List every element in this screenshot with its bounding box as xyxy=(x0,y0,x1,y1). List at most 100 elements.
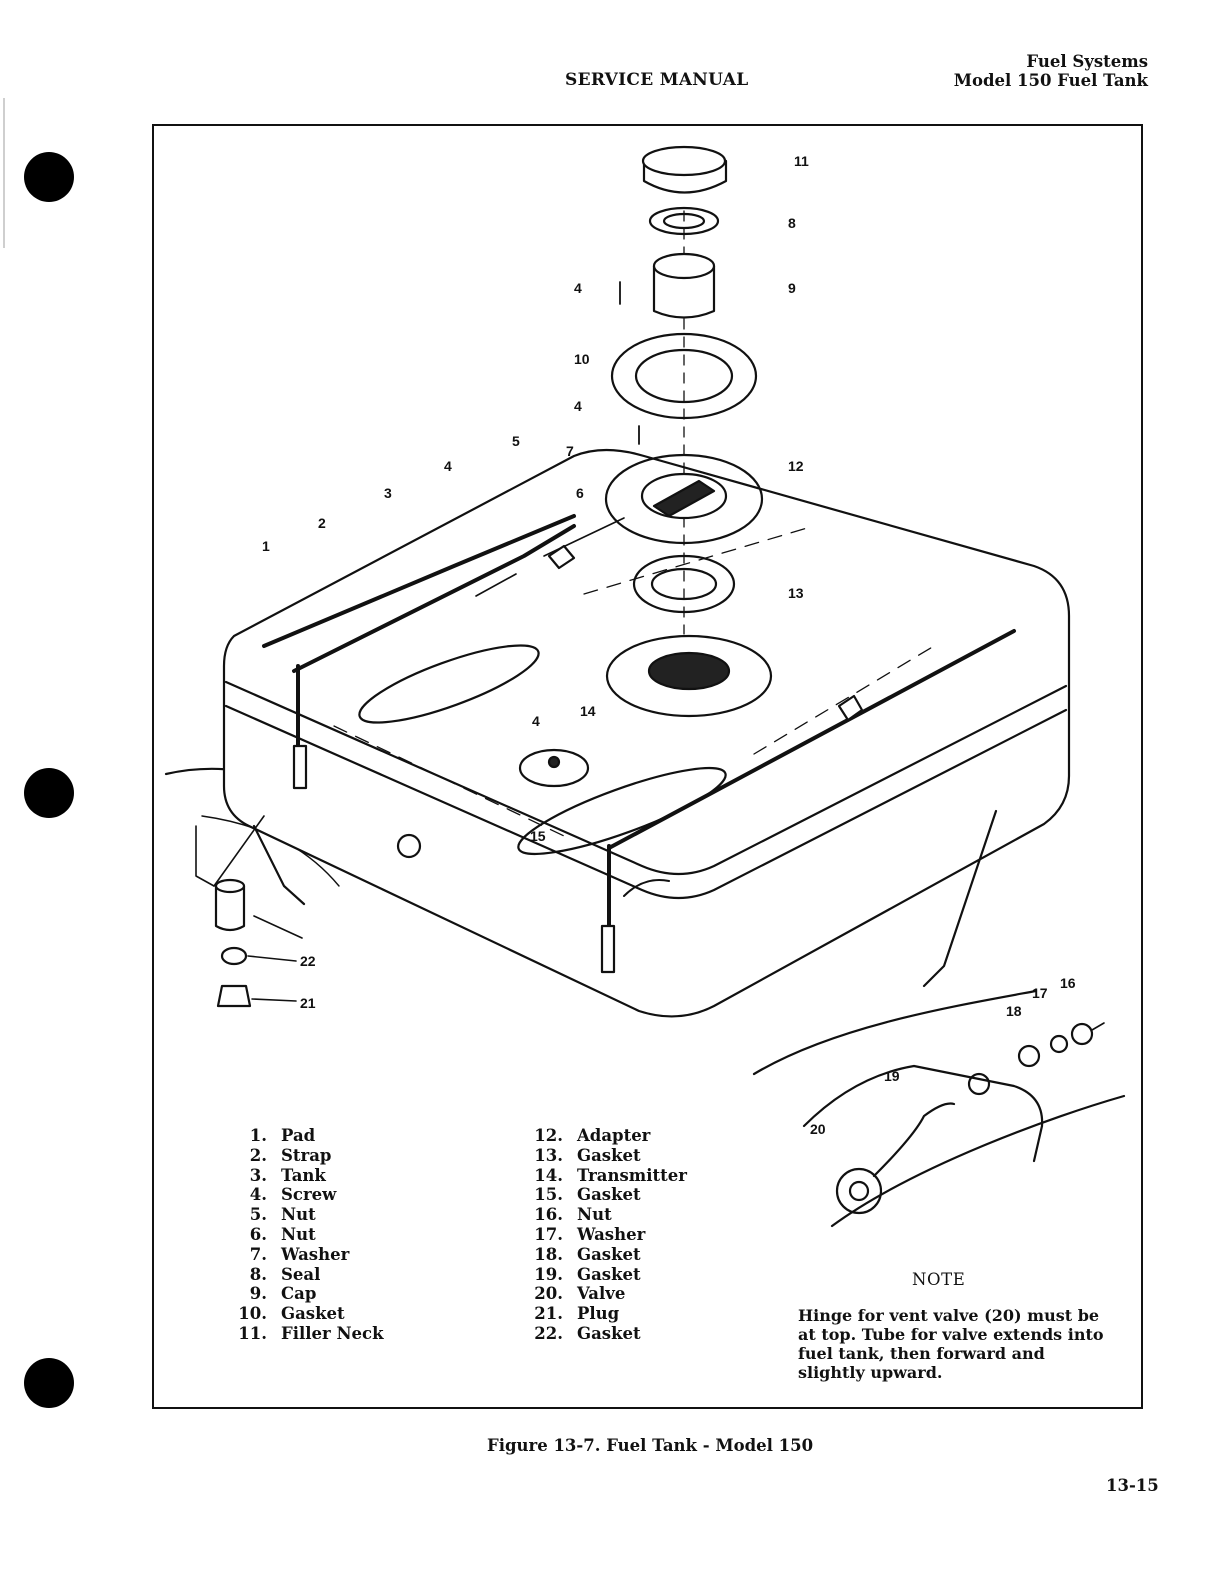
tank-opening xyxy=(647,651,731,691)
section-line-2: Model 150 Fuel Tank xyxy=(953,71,1148,90)
dashed-line xyxy=(333,725,565,837)
callout-20: 20 xyxy=(810,1121,826,1137)
legend-item: 4.Screw xyxy=(249,1185,337,1205)
drain-plug xyxy=(216,984,252,1008)
figure-caption: Figure 13-7. Fuel Tank - Model 150 xyxy=(487,1436,814,1455)
cap-gasket-inner xyxy=(662,212,706,230)
strap-end-pad xyxy=(600,924,616,974)
adapter-outer xyxy=(604,453,764,545)
legend-item: 13.Gasket xyxy=(534,1145,641,1165)
transmitter-center xyxy=(547,755,561,769)
tank-right-support xyxy=(922,809,998,988)
strap-left xyxy=(292,524,576,673)
page-number: 13-15 xyxy=(1106,1476,1159,1495)
legend-item: 21.Plug xyxy=(534,1304,620,1324)
legend-item: 3.Tank xyxy=(249,1165,326,1185)
drain-bracket xyxy=(195,825,215,887)
legend-item: 16.Nut xyxy=(534,1205,612,1225)
filler-neck xyxy=(652,264,716,319)
tank-left-support xyxy=(252,824,306,906)
right-wing-lower xyxy=(830,1094,1126,1228)
note-text: Hinge for vent valve (20) must be at top… xyxy=(798,1306,1104,1382)
legend-item: 15.Gasket xyxy=(534,1185,641,1205)
callout-21: 21 xyxy=(300,995,316,1011)
callout-6: 6 xyxy=(576,485,584,501)
tank-sump-front xyxy=(517,766,727,856)
callout-3: 3 xyxy=(384,485,392,501)
strap-rear xyxy=(262,514,576,648)
parts-legend-right: 12.Adapter 13.Gasket 14.Transmitter 15.G… xyxy=(528,1126,687,1344)
legend-item: 2.Strap xyxy=(249,1145,332,1165)
seal-inner xyxy=(634,348,734,404)
callout-15: 15 xyxy=(530,828,546,844)
gasket-18 xyxy=(1017,1044,1041,1068)
legend-item: 8.Seal xyxy=(249,1264,321,1284)
punch-hole-middle xyxy=(24,768,74,818)
fuel-tank xyxy=(222,448,1071,1018)
drain-fitting-top xyxy=(214,878,246,894)
note-title: NOTE xyxy=(912,1270,966,1289)
vent-valve-inner xyxy=(848,1180,870,1202)
tank-seam xyxy=(224,680,1068,876)
callout-4: 4 xyxy=(574,280,582,296)
callout-4: 4 xyxy=(532,713,540,729)
tank-sump-left xyxy=(358,644,540,724)
vent-valve xyxy=(835,1167,883,1215)
nut-16 xyxy=(1070,1022,1094,1046)
drain-fitting xyxy=(214,884,246,932)
punch-hole-bottom xyxy=(24,1358,74,1408)
strap-bracket xyxy=(837,694,864,722)
dashed-line xyxy=(583,525,815,595)
legend-item: 20.Valve xyxy=(534,1284,626,1304)
callout-12: 12 xyxy=(788,458,804,474)
legend-item: 10.Gasket xyxy=(238,1304,345,1324)
legend-item: 6.Nut xyxy=(249,1224,316,1244)
tank-opening-flange xyxy=(605,634,773,718)
drain-line xyxy=(213,815,265,887)
adapter-gasket-outer xyxy=(632,554,736,614)
tank-fitting xyxy=(396,833,422,859)
strap-right xyxy=(607,629,1016,850)
fuel-tank-exploded-view: 11 8 9 4 10 4 7 6 12 13 5 4 3 2 1 4 14 1… xyxy=(164,145,1126,1228)
callout-4: 4 xyxy=(444,458,452,474)
manual-title: SERVICE MANUAL xyxy=(565,70,749,90)
section-heading: Fuel Systems Model 150 Fuel Tank xyxy=(954,52,1148,90)
legend-item: 1.Pad xyxy=(249,1126,316,1145)
adapter-slot xyxy=(652,479,716,518)
legend-item: 18.Gasket xyxy=(534,1244,641,1264)
leader xyxy=(1091,1022,1105,1031)
leader xyxy=(253,915,303,939)
legend-item: 12.Adapter xyxy=(534,1126,651,1145)
dashed-line xyxy=(753,645,935,755)
tank-fitting xyxy=(623,879,670,897)
drain-gasket xyxy=(220,946,248,966)
strap-end-pad xyxy=(292,744,308,790)
tank-flange xyxy=(224,704,1068,900)
callout-5: 5 xyxy=(512,433,520,449)
parts-legend-left: 1.Pad 2.Strap 3.Tank 4.Screw 5.Nut 6.Nut… xyxy=(232,1126,384,1344)
callout-22: 22 xyxy=(300,953,316,969)
legend-item: 5.Nut xyxy=(249,1205,316,1225)
legend-item: 17.Washer xyxy=(534,1224,646,1244)
callout-7: 7 xyxy=(566,443,574,459)
legend-item: 7.Washer xyxy=(249,1244,350,1264)
binder-margin-line xyxy=(3,98,5,248)
cap-gasket-outer xyxy=(648,206,720,236)
legend-item: 9.Cap xyxy=(249,1284,317,1304)
right-wing-skin xyxy=(752,989,1038,1076)
gasket-19 xyxy=(967,1072,991,1096)
section-line-1: Fuel Systems xyxy=(1026,52,1148,71)
filler-neck-top xyxy=(652,252,716,280)
adapter-gasket-inner xyxy=(650,567,718,601)
callout-10: 8 xyxy=(788,215,796,231)
callout-8: 10 xyxy=(574,351,590,367)
callout-13: 13 xyxy=(788,585,804,601)
callout-9: 11 xyxy=(794,153,809,169)
callout-16: 16 xyxy=(1060,975,1076,991)
vent-tube xyxy=(802,1064,1044,1163)
callout-17: 17 xyxy=(1032,985,1048,1001)
leader xyxy=(247,955,297,962)
strap-rod xyxy=(475,573,517,597)
legend-item: 11.Filler Neck xyxy=(238,1323,384,1343)
leader xyxy=(251,998,297,1002)
